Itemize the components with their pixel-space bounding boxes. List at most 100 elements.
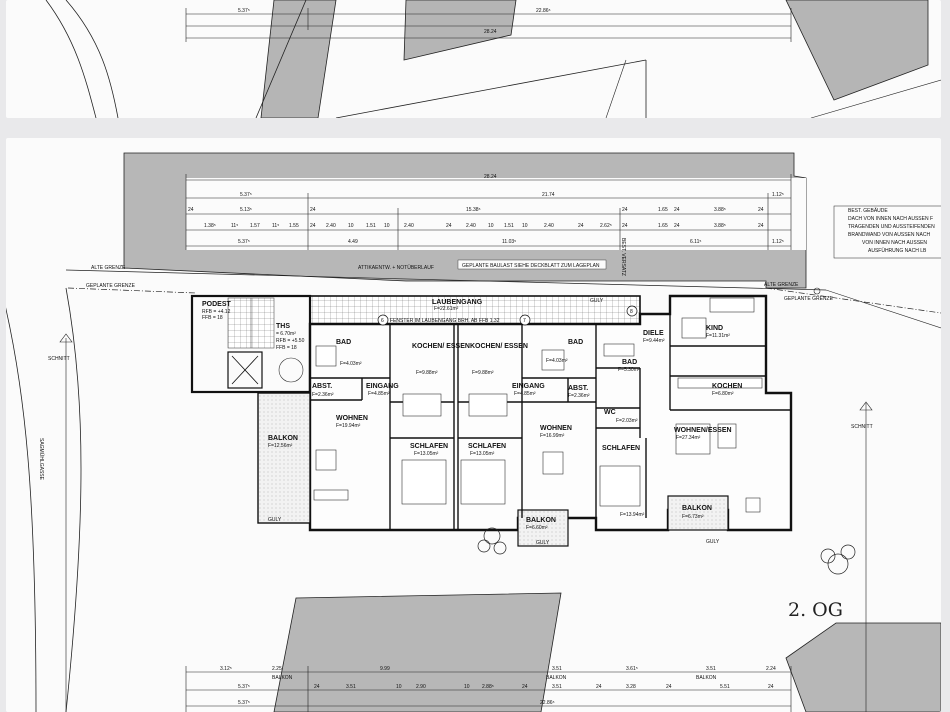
legend-line: AUSFÜHRUNG NACH LB	[868, 247, 927, 254]
room-area: F=12.56m²	[268, 443, 293, 449]
dim-label: 2.25	[272, 666, 282, 672]
lot-line	[605, 59, 627, 118]
dim-tag: BALKON	[546, 675, 567, 681]
axis-marker-label: 8	[630, 309, 633, 315]
room-area: F=27.34m²	[676, 435, 701, 441]
axis-marker-label: 7	[523, 318, 526, 324]
dim-label: 28.24	[484, 29, 497, 35]
dim-label: 1.38⁵	[204, 223, 216, 229]
dim-label: 10	[396, 684, 402, 690]
room-name: DIELE	[643, 330, 664, 337]
dim-label: 3.12⁵	[220, 666, 232, 672]
dim-label: 24	[674, 207, 680, 213]
room-name: BALKON	[268, 435, 298, 442]
axis-marker-label: 6	[381, 318, 384, 324]
room-area: F=13.05m²	[414, 451, 439, 457]
dim-label: 9.99	[380, 666, 390, 672]
dim-tag: BALKON	[272, 675, 293, 681]
dim-label: 1.12⁵	[772, 239, 784, 245]
dim-label: 1.51	[504, 223, 514, 229]
dim-label: 2.62⁵	[600, 223, 612, 229]
room-name: EINGANG	[366, 383, 399, 390]
balcony-left	[257, 392, 311, 524]
dim-label: 24	[596, 684, 602, 690]
dim-label: 24	[674, 223, 680, 229]
lot-line	[810, 79, 941, 118]
baulast-note-box	[457, 259, 607, 270]
section-label: SCHNITT	[851, 424, 873, 430]
room-name: ABST.	[312, 383, 332, 390]
street-edge	[6, 307, 37, 712]
dim-label: 5.37⁵	[238, 239, 250, 245]
dimension-lines	[185, 666, 792, 712]
dimension-lines	[185, 8, 792, 42]
axis-marker	[626, 305, 638, 317]
dim-label: 2.24	[766, 666, 776, 672]
room-area: F=4.03m²	[340, 361, 362, 367]
room-area: F=2.03m²	[616, 418, 638, 424]
street-edge	[45, 0, 97, 118]
balcony-middle	[517, 509, 569, 547]
room-name: KOCHEN/ ESSEN	[412, 343, 470, 350]
dim-label: 1.57	[250, 223, 260, 229]
dim-label: 3.51	[706, 666, 716, 672]
dim-label: 10	[384, 223, 390, 229]
room-name: KOCHEN/ ESSEN	[470, 343, 528, 350]
room-name: BALKON	[682, 505, 712, 512]
axis-marker	[377, 314, 389, 326]
tree-symbols	[477, 527, 856, 575]
dim-label: 2.88⁵	[482, 684, 494, 690]
dim-label: 2.90	[416, 684, 426, 690]
dim-label: 3.88⁵	[714, 223, 726, 229]
top-plan-sheet: 5.37⁵ 22.86⁵ 28.24	[6, 0, 941, 118]
street-edge	[65, 0, 119, 118]
balcony-right	[667, 495, 729, 531]
room-area: F=4.03m²	[546, 358, 568, 364]
elevator-cross	[231, 355, 259, 385]
dim-label: 3.61⁵	[626, 666, 638, 672]
street-edge	[65, 287, 82, 712]
interior-walls	[310, 314, 791, 530]
room-name: BAD	[622, 359, 637, 366]
room-area: F=6.73m²	[682, 514, 704, 520]
floor-plan-sheet: SAGMÜHLGASSE ALTE GRENZE GEPLANTE GRENZE…	[6, 138, 941, 712]
planned-boundary-label: GEPLANTE GRENZE	[784, 296, 834, 302]
dim-label: 5.37⁵	[238, 700, 250, 706]
room-name: LAUBENGANG	[432, 299, 483, 306]
room-area: F=6.60m²	[526, 525, 548, 531]
old-boundary-line	[65, 269, 827, 291]
dim-label: 24	[446, 223, 452, 229]
dim-label: 2.40	[466, 223, 476, 229]
dim-label: 15.38⁵	[466, 207, 481, 213]
room-name: THS	[276, 323, 290, 330]
room-area: F=4.85m²	[368, 391, 390, 397]
dimension-lines	[185, 174, 792, 250]
room-area: F=9.44m²	[643, 338, 665, 344]
dim-label: 5.13⁵	[240, 207, 252, 213]
dim-label: 3.51	[552, 684, 562, 690]
floor-plan-drawing: SAGMÜHLGASSE ALTE GRENZE GEPLANTE GRENZE…	[6, 152, 941, 712]
legend-line: BRANDWAND VON AUSSEN NACH	[848, 232, 930, 238]
room-name: PODEST	[202, 301, 232, 308]
dim-label: 3.88⁵	[714, 207, 726, 213]
neighbour-building-fill	[260, 0, 337, 118]
dim-label: 10	[464, 684, 470, 690]
dim-label: 10	[348, 223, 354, 229]
room-name: BAD	[336, 339, 351, 346]
dim-label: 4.49	[348, 239, 358, 245]
legend-line: TRAGENDEN UND AUSSTEIFENDEN	[848, 224, 935, 230]
dim-label: 1.65	[658, 207, 668, 213]
dim-label: 6.11⁵	[690, 239, 701, 245]
gully-label: GULY	[536, 540, 550, 546]
dim-label: 24	[758, 223, 764, 229]
room-detail: RFB = +4.12	[202, 309, 231, 315]
room-name: BALKON	[526, 517, 556, 524]
neighbour-building-fill	[403, 0, 517, 61]
room-name: SCHLAFEN	[602, 445, 640, 452]
baulast-note: GEPLANTE BAULAST SIEHE DECKBLATT ZUM LAG…	[462, 263, 600, 269]
dim-label: 24	[768, 684, 774, 690]
stair-treads	[227, 297, 275, 349]
top-plan-drawing: 5.37⁵ 22.86⁵ 28.24	[45, 0, 941, 118]
room-area: F=4.85m²	[514, 391, 536, 397]
dim-label: 1.65	[658, 223, 668, 229]
